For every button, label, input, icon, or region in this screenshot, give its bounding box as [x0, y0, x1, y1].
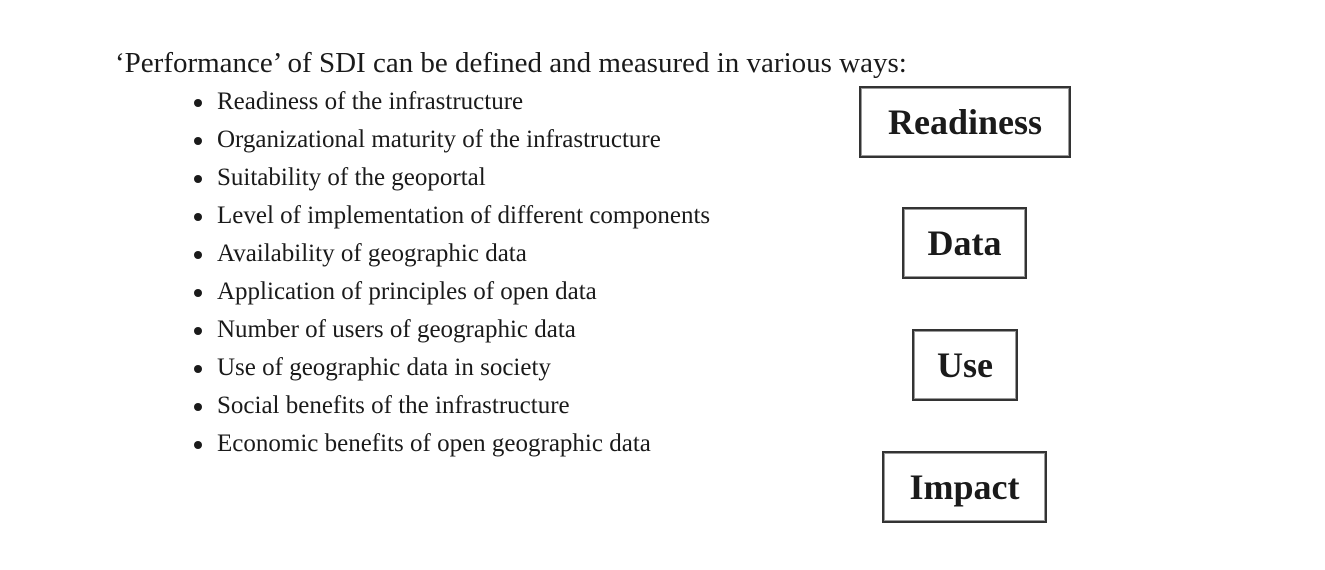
list-item: Suitability of the geoportal: [190, 159, 710, 197]
data-box: Data: [902, 207, 1027, 279]
bullet-dot-icon: [194, 365, 202, 373]
list-item-text: Use of geographic data in society: [217, 354, 551, 381]
list-item: Social benefits of the infrastructure: [190, 387, 710, 425]
list-item: Economic benefits of open geographic dat…: [190, 425, 710, 463]
list-item: Availability of geographic data: [190, 235, 710, 273]
list-item: Readiness of the infrastructure: [190, 83, 710, 121]
bullet-dot-icon: [194, 289, 202, 297]
bullet-dot-icon: [194, 327, 202, 335]
list-item-text: Organizational maturity of the infrastru…: [217, 126, 661, 153]
list-item: Application of principles of open data: [190, 273, 710, 311]
bullet-dot-icon: [194, 175, 202, 183]
list-item-text: Application of principles of open data: [217, 278, 597, 305]
list-item-text: Social benefits of the infrastructure: [217, 392, 570, 419]
list-item-text: Suitability of the geoportal: [217, 164, 486, 191]
bullet-dot-icon: [194, 441, 202, 449]
list-item: Number of users of geographic data: [190, 311, 710, 349]
use-box: Use: [912, 329, 1018, 401]
bullet-dot-icon: [194, 213, 202, 221]
list-item-text: Number of users of geographic data: [217, 316, 576, 343]
bullet-dot-icon: [194, 137, 202, 145]
list-item-text: Economic benefits of open geographic dat…: [217, 430, 651, 457]
impact-box: Impact: [882, 451, 1047, 523]
bullet-dot-icon: [194, 403, 202, 411]
list-item: Level of implementation of different com…: [190, 197, 710, 235]
page-heading: ‘Performance’ of SDI can be defined and …: [115, 47, 907, 79]
list-item-text: Readiness of the infrastructure: [217, 88, 524, 115]
list-item: Organizational maturity of the infrastru…: [190, 121, 710, 159]
readiness-box: Readiness: [859, 86, 1071, 158]
list-item: Use of geographic data in society: [190, 349, 710, 387]
bullet-dot-icon: [194, 99, 202, 107]
list-item-text: Level of implementation of different com…: [217, 202, 711, 229]
list-item-text: Availability of geographic data: [217, 240, 527, 267]
performance-list: Readiness of the infrastructure Organiza…: [190, 83, 710, 463]
bullet-dot-icon: [194, 251, 202, 259]
